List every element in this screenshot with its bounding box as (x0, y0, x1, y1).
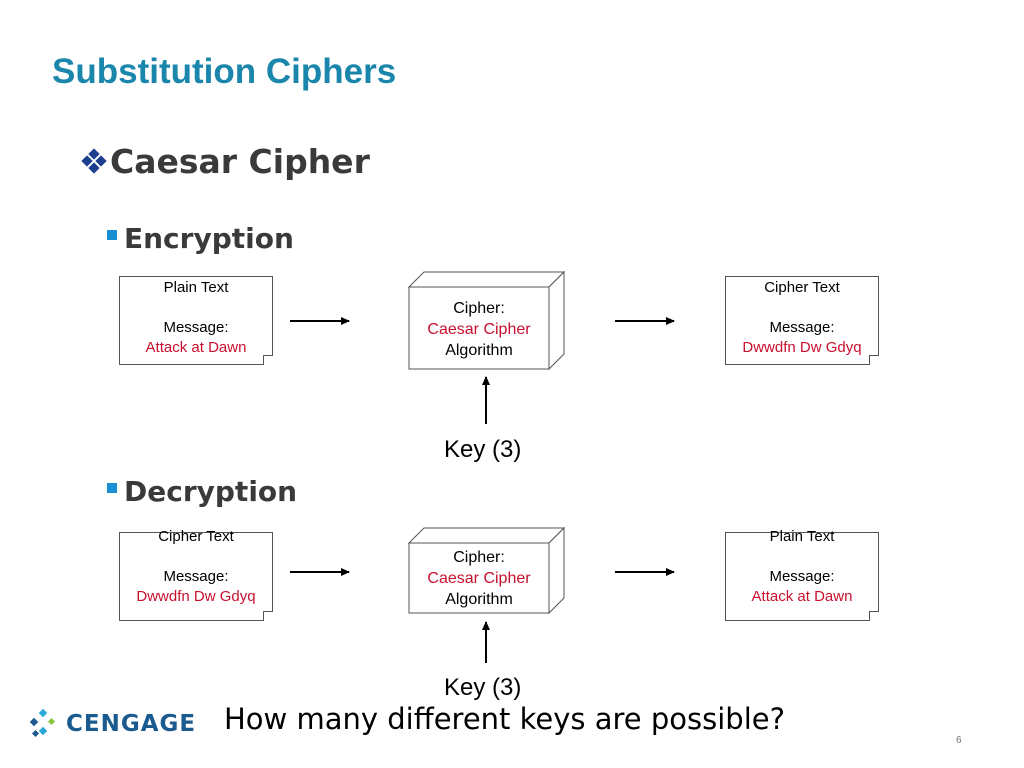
doc-message: Attack at Dawn (145, 339, 247, 356)
decryption-key-label: Key (3) (444, 674, 522, 701)
decryption-cipher-text: Cipher: Caesar Cipher Algorithm (404, 547, 554, 610)
encryption-cipher-box (407, 270, 566, 371)
doc-message: Attack at Dawn (751, 588, 853, 605)
encryption-input-document: Plain Text Message: Attack at Dawn (119, 276, 273, 365)
doc-header: Cipher Text (764, 279, 840, 296)
encryption-heading: Encryption (107, 222, 294, 255)
main-bullet-label: Caesar Cipher (110, 142, 370, 181)
cipher-line1: Cipher: (453, 549, 505, 566)
doc-header: Plain Text (769, 528, 835, 545)
doc-message: Dwwdfn Dw Gdyq (742, 339, 862, 356)
question-text: How many different keys are possible? (224, 702, 785, 736)
main-bullet: Caesar Cipher (80, 142, 370, 181)
encryption-heading-label: Encryption (124, 222, 294, 255)
cipher-line2: Caesar Cipher (427, 321, 531, 338)
doc-label: Message: (163, 319, 229, 336)
doc-message: Dwwdfn Dw Gdyq (136, 588, 256, 605)
cengage-logo-text: CENGAGE (66, 711, 197, 737)
square-bullet-icon (107, 482, 117, 493)
encryption-output-document: Cipher Text Message: Dwwdfn Dw Gdyq (725, 276, 879, 365)
cipher-line2: Caesar Cipher (427, 570, 531, 587)
encryption-cipher-text: Cipher: Caesar Cipher Algorithm (404, 298, 554, 361)
cengage-logo-icon (29, 708, 56, 738)
doc-header: Cipher Text (158, 528, 234, 545)
decryption-heading-label: Decryption (124, 475, 298, 508)
cipher-line1: Cipher: (453, 300, 505, 317)
cengage-logo: CENGAGE (28, 708, 196, 740)
doc-label: Message: (769, 568, 835, 585)
decryption-heading: Decryption (107, 475, 297, 508)
doc-label: Message: (163, 568, 229, 585)
decryption-input-document: Cipher Text Message: Dwwdfn Dw Gdyq (119, 528, 273, 621)
doc-label: Message: (769, 319, 835, 336)
slide-title: Substitution Ciphers (52, 52, 397, 91)
cipher-line3: Algorithm (445, 342, 513, 359)
cipher-line3: Algorithm (445, 591, 513, 608)
page-number: 6 (956, 735, 962, 746)
decryption-cipher-box (407, 526, 566, 615)
decryption-output-document: Plain Text Message: Attack at Dawn (725, 528, 879, 621)
square-bullet-icon (107, 229, 117, 240)
doc-header: Plain Text (163, 279, 229, 296)
encryption-key-label: Key (3) (444, 436, 522, 463)
